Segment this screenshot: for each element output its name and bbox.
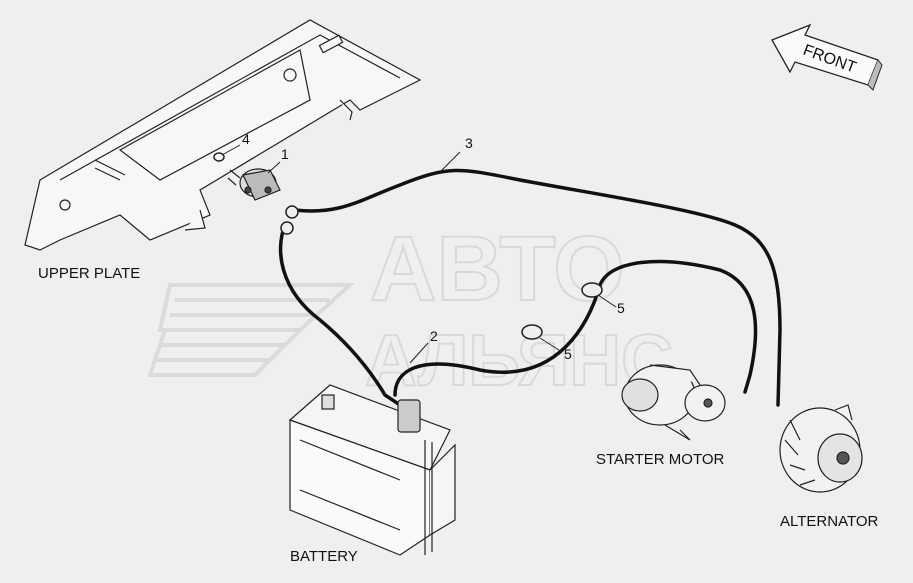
upper-plate-part xyxy=(24,19,422,251)
starter-motor-part xyxy=(621,364,726,441)
label-battery: BATTERY xyxy=(290,548,358,565)
front-arrow: FRONT xyxy=(771,23,883,91)
battery-part xyxy=(288,384,456,556)
starter-switch xyxy=(227,168,281,201)
callout-leaders xyxy=(221,144,617,364)
callout-5a: 5 xyxy=(617,300,625,316)
watermark-logo xyxy=(147,283,356,377)
callout-3: 3 xyxy=(465,135,473,151)
cable-clamps xyxy=(280,205,603,340)
label-alternator: ALTERNATOR xyxy=(780,513,879,530)
callout-4: 4 xyxy=(242,131,250,147)
washer xyxy=(213,152,225,162)
callout-2: 2 xyxy=(430,328,438,344)
watermark-line1: АВТО xyxy=(370,218,625,320)
callout-1: 1 xyxy=(281,146,289,162)
watermark: АВТО АЛЬЯНС xyxy=(147,217,674,402)
watermark-line2: АЛЬЯНС xyxy=(365,321,673,401)
label-starter-motor: STARTER MOTOR xyxy=(596,451,725,468)
label-upper-plate: UPPER PLATE xyxy=(38,265,141,282)
alternator-part xyxy=(779,404,863,493)
cable-3 xyxy=(278,168,782,407)
callout-5b: 5 xyxy=(564,346,572,362)
